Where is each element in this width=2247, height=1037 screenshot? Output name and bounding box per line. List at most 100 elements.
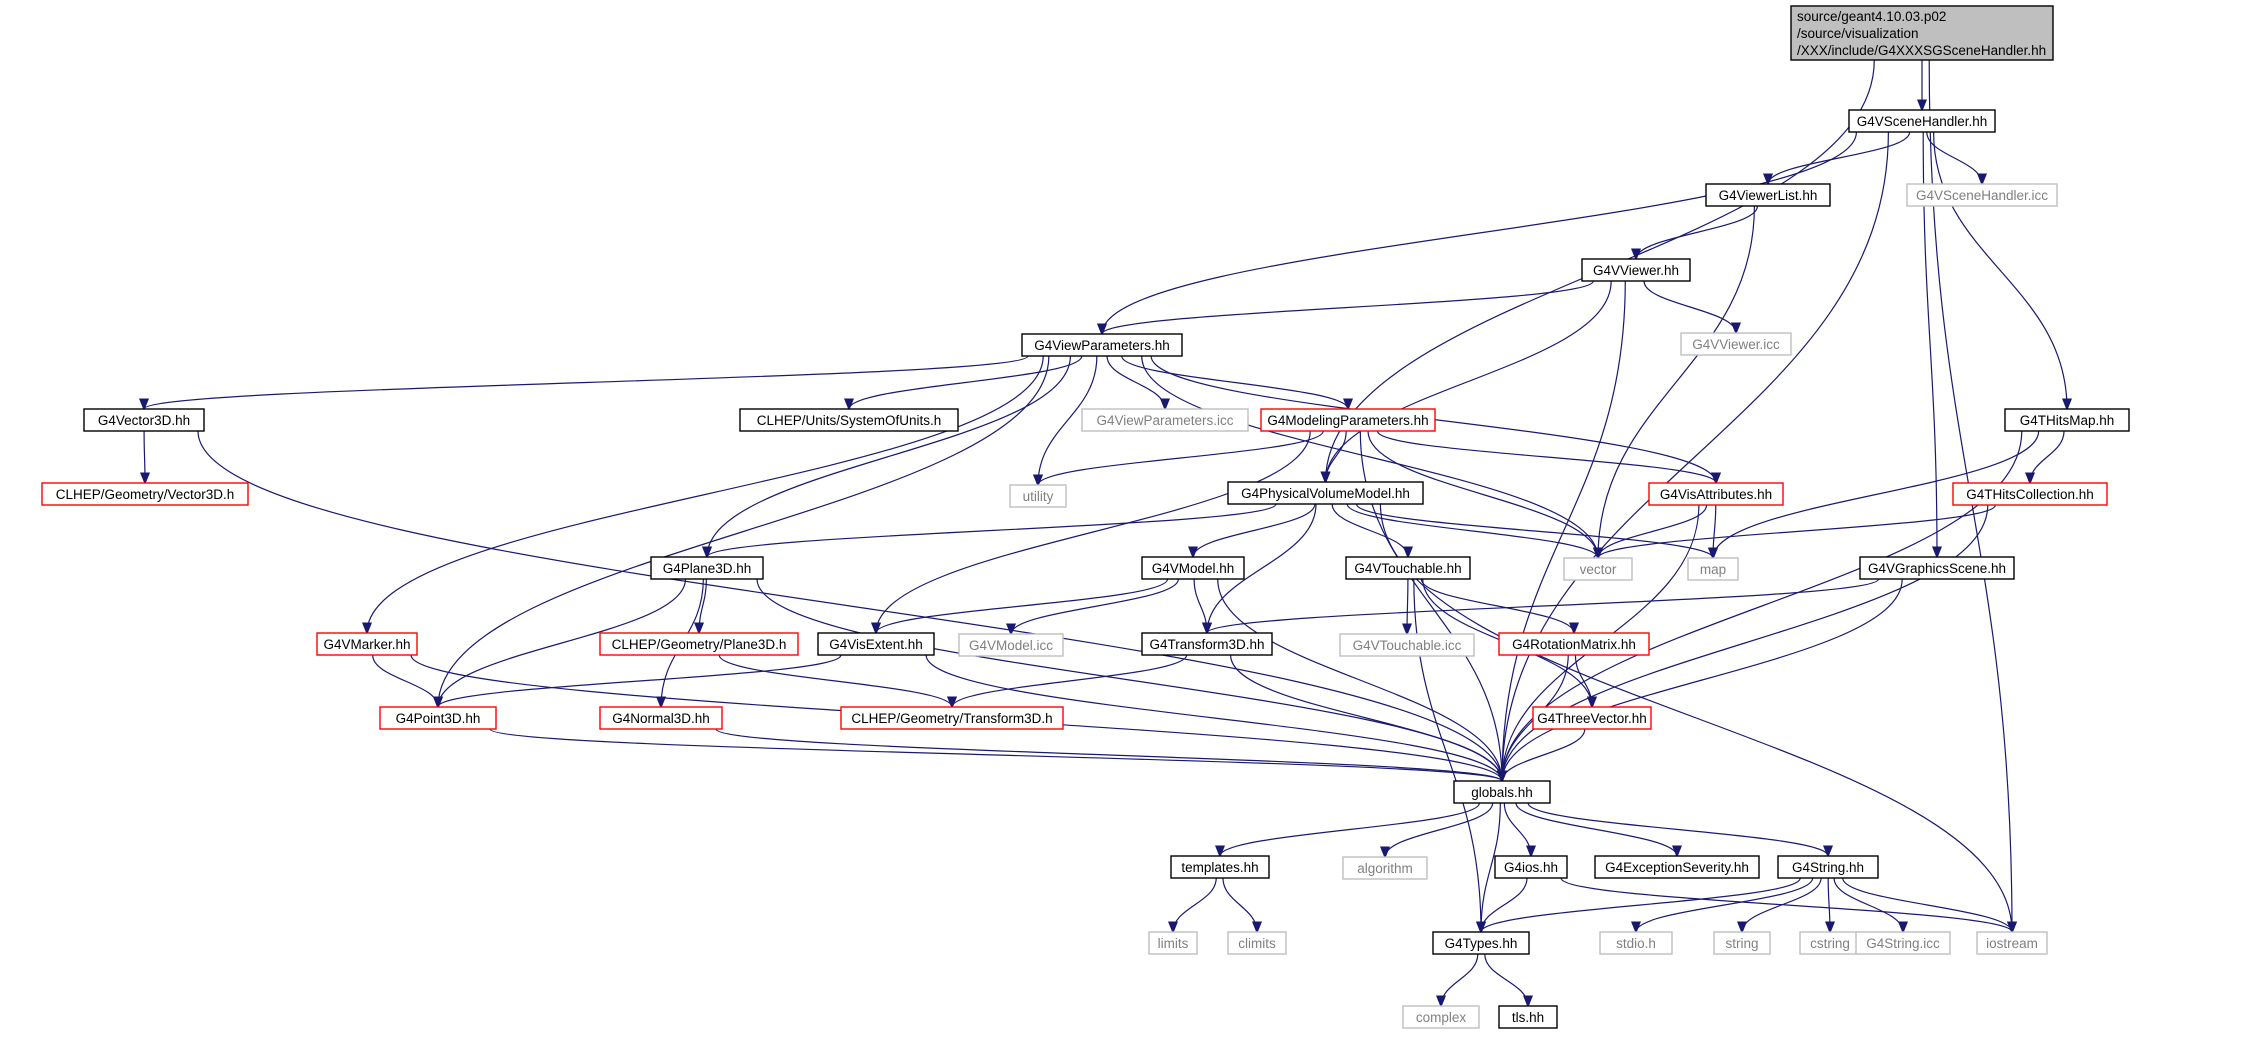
edge-g4point3d-to-globals — [489, 728, 1502, 781]
node-g4stringicc: G4String.icc — [1855, 931, 1951, 955]
node-g4vviewer[interactable]: G4VViewer.hh — [1581, 258, 1691, 282]
edge-globals-to-g4string — [1527, 802, 1828, 856]
edge-g4threevector-to-globals — [1502, 728, 1586, 781]
node-g4viewerlist[interactable]: G4ViewerList.hh — [1705, 183, 1831, 207]
node-g4visattributes[interactable]: G4VisAttributes.hh — [1648, 482, 1784, 506]
edge-g4vgraphicsscene-to-g4transform3d — [1207, 578, 1880, 633]
edge-g4viewerlist-to-vector — [1598, 205, 1755, 558]
node-g4thitsmap[interactable]: G4THitsMap.hh — [2004, 408, 2130, 432]
edge-g4modelingparameters-to-g4visattributes — [1376, 430, 1716, 483]
edge-g4viewparameters-to-g4point3d — [438, 355, 1050, 707]
node-label: G4VModel.icc — [969, 638, 1053, 653]
root-node[interactable]: source/geant4.10.03.p02 /source/visualiz… — [1790, 5, 2054, 61]
edge-g4transform3d-to-transform3dh — [952, 654, 1188, 707]
edge-g4modelingparameters-to-vector — [1367, 430, 1598, 558]
node-g4physicalvolumemodel[interactable]: G4PhysicalVolumeModel.hh — [1227, 481, 1424, 505]
edge-g4visextent-to-g4point3d — [438, 654, 842, 707]
node-label: G4VMarker.hh — [323, 637, 410, 652]
edge-g4vmarker-to-g4point3d — [372, 654, 438, 707]
node-g4vgraphicsscene[interactable]: G4VGraphicsScene.hh — [1859, 556, 2015, 580]
edge-g4vmodel-to-g4transform3d — [1193, 578, 1207, 633]
edge-g4vector3d-to-vector3dh — [144, 430, 145, 483]
edge-g4vscenehandler-to-g4viewparameters — [1102, 131, 1857, 334]
edge-g4viewparameters-to-systemofunits — [849, 355, 1083, 409]
node-g4plane3d[interactable]: G4Plane3D.hh — [650, 556, 764, 580]
node-g4transform3d[interactable]: G4Transform3D.hh — [1141, 632, 1273, 656]
node-g4thitscollection[interactable]: G4THitsCollection.hh — [1952, 482, 2108, 506]
node-g4viewparameters[interactable]: G4ViewParameters.hh — [1021, 333, 1183, 357]
node-label: G4ExceptionSeverity.hh — [1605, 860, 1749, 875]
node-label: globals.hh — [1471, 785, 1533, 800]
node-g4vtouchableicc: G4VTouchable.icc — [1339, 633, 1475, 657]
node-systemofunits[interactable]: CLHEP/Units/SystemOfUnits.h — [739, 408, 959, 432]
nodes-layer: source/geant4.10.03.p02 /source/visualiz… — [41, 5, 2130, 1029]
edge-g4vscenehandler-to-g4viewerlist — [1768, 131, 1911, 184]
node-cstring: cstring — [1799, 931, 1861, 955]
edge-g4vviewer-to-g4vviewericc — [1643, 280, 1736, 333]
node-g4string[interactable]: G4String.hh — [1777, 855, 1879, 879]
edge-g4viewparameters-to-g4viewparametersicc — [1106, 355, 1165, 409]
node-label: G4Normal3D.hh — [612, 711, 710, 726]
node-label: tls.hh — [1512, 1010, 1544, 1025]
node-g4exceptionseverity[interactable]: G4ExceptionSeverity.hh — [1594, 855, 1760, 879]
node-label: G4VisExtent.hh — [829, 637, 923, 652]
node-label: G4Transform3D.hh — [1149, 637, 1264, 652]
node-label: G4ModelingParameters.hh — [1267, 413, 1428, 428]
edge-g4vviewer-to-globals — [1502, 280, 1626, 781]
node-label: G4VTouchable.icc — [1353, 638, 1462, 653]
node-globals[interactable]: globals.hh — [1453, 780, 1551, 804]
edge-g4viewparameters-to-utility — [1038, 355, 1098, 485]
edge-g4vviewer-to-g4viewparameters — [1102, 280, 1594, 334]
node-g4vector3d[interactable]: G4Vector3D.hh — [83, 408, 205, 432]
node-g4vmodel[interactable]: G4VModel.hh — [1141, 556, 1245, 580]
node-climits: climits — [1227, 931, 1287, 955]
node-label: G4ViewParameters.hh — [1034, 338, 1170, 353]
node-complex: complex — [1402, 1005, 1480, 1029]
node-transform3dh[interactable]: CLHEP/Geometry/Transform3D.h — [840, 706, 1064, 730]
node-g4vscenehandler[interactable]: G4VSceneHandler.hh — [1848, 109, 1996, 133]
edge-g4string-to-g4stringicc — [1833, 877, 1903, 932]
node-tls[interactable]: tls.hh — [1498, 1005, 1558, 1029]
node-vector3dh[interactable]: CLHEP/Geometry/Vector3D.h — [41, 482, 249, 506]
edges-layer — [144, 59, 2067, 1006]
node-label: G4VisAttributes.hh — [1660, 487, 1772, 502]
node-plane3dh[interactable]: CLHEP/Geometry/Plane3D.h — [599, 632, 799, 656]
node-g4ios[interactable]: G4ios.hh — [1494, 855, 1568, 879]
edge-g4visextent-to-globals — [925, 654, 1502, 781]
edge-g4thitscollection-to-vector — [1598, 504, 1997, 558]
edge-g4thitscollection-to-globals — [1502, 504, 1989, 781]
node-g4modelingparameters[interactable]: G4ModelingParameters.hh — [1260, 408, 1436, 432]
edge-globals-to-algorithm — [1385, 802, 1494, 857]
root-label-line-2: /source/visualization — [1797, 26, 1919, 41]
node-g4types[interactable]: G4Types.hh — [1432, 931, 1530, 955]
edge-plane3dh-to-transform3dh — [718, 654, 952, 707]
node-label: G4ViewParameters.icc — [1096, 413, 1233, 428]
node-g4rotationmatrix[interactable]: G4RotationMatrix.hh — [1498, 632, 1650, 656]
node-g4vscenehandlericc: G4VSceneHandler.icc — [1906, 183, 2058, 207]
node-g4threevector[interactable]: G4ThreeVector.hh — [1532, 706, 1652, 730]
node-g4visextent[interactable]: G4VisExtent.hh — [817, 632, 935, 656]
node-label: G4Vector3D.hh — [98, 413, 190, 428]
node-g4vtouchable[interactable]: G4VTouchable.hh — [1345, 556, 1471, 580]
node-stdioh: stdio.h — [1599, 931, 1673, 955]
edge-g4visattributes-to-map — [1713, 504, 1716, 558]
edge-templates-to-limits — [1173, 877, 1217, 932]
root-label-line-3: /XXX/include/G4XXXSGSceneHandler.hh — [1797, 43, 2046, 58]
node-label: G4PhysicalVolumeModel.hh — [1241, 486, 1410, 501]
edge-g4string-to-cstring — [1828, 877, 1830, 932]
edge-g4modelingparameters-to-utility — [1038, 430, 1324, 485]
node-templates[interactable]: templates.hh — [1170, 855, 1270, 879]
node-label: iostream — [1986, 936, 2038, 951]
node-label: G4String.hh — [1792, 860, 1864, 875]
node-label: algorithm — [1357, 861, 1413, 876]
edge-g4plane3d-to-g4point3d — [438, 578, 687, 707]
node-g4normal3d[interactable]: G4Normal3D.hh — [599, 706, 723, 730]
edge-g4thitsmap-to-g4thitscollection — [2030, 430, 2065, 483]
edge-g4physicalvolumemodel-to-vector — [1346, 503, 1598, 558]
edge-templates-to-climits — [1222, 877, 1257, 932]
node-g4vmodelicc: G4VModel.icc — [958, 633, 1064, 657]
node-g4point3d[interactable]: G4Point3D.hh — [379, 706, 497, 730]
node-label: templates.hh — [1181, 860, 1258, 875]
node-g4vmarker[interactable]: G4VMarker.hh — [316, 632, 418, 656]
